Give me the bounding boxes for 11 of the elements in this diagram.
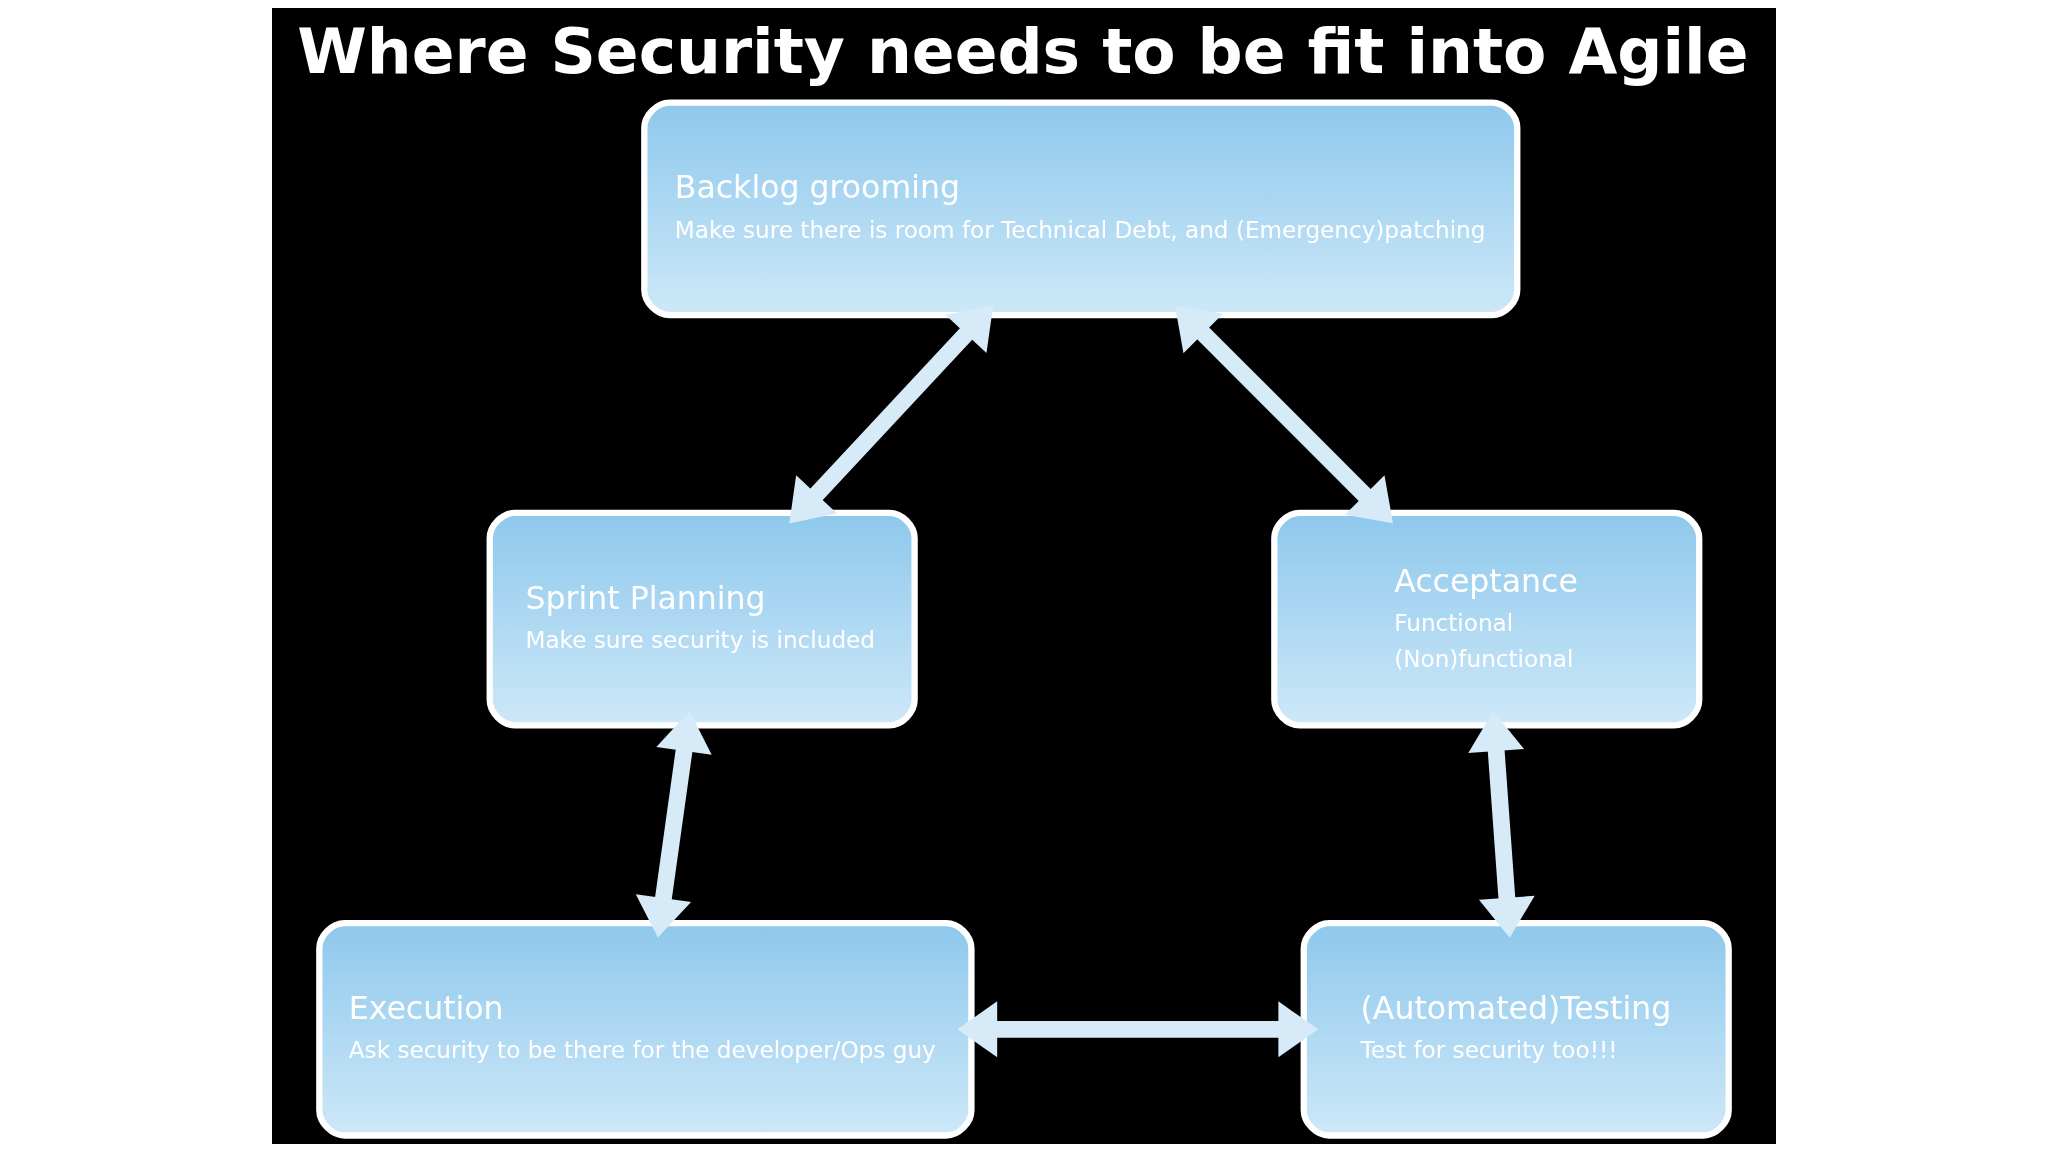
node-box: Sprint Planning Make sure security is included (486, 509, 918, 729)
arrow (1468, 711, 1535, 938)
arrow (789, 304, 994, 524)
node-box: (Automated)Testing Test for security too!!! (1300, 919, 1732, 1139)
node-box: Backlog grooming Make sure there is room for Technical Debt, and (Emergency)patching (641, 99, 1521, 319)
node-box: Acceptance Functional (Non)functional (1271, 509, 1703, 729)
arrow (1174, 305, 1393, 524)
diagram-title: Where Security needs to be fit into Agile (297, 14, 1749, 89)
arrow (635, 711, 712, 938)
arrow (957, 1001, 1319, 1058)
node-box: Execution Ask security to be there for the developer/Ops guy (316, 919, 975, 1139)
